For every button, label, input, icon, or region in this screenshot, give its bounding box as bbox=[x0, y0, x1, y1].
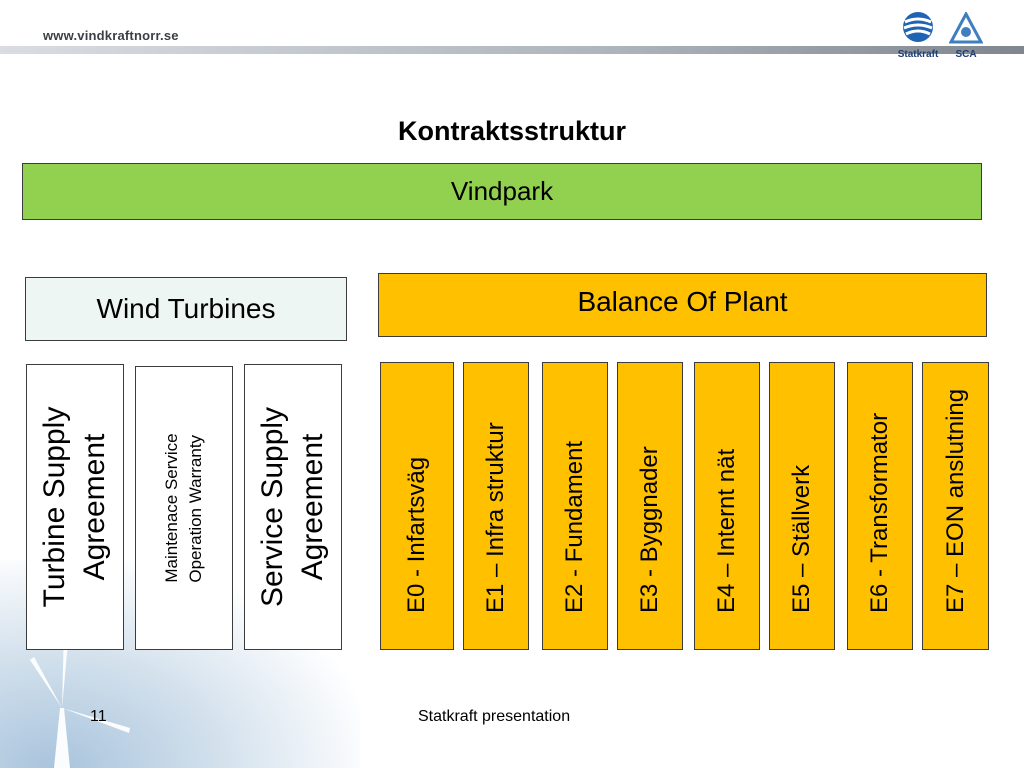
bop-item-label: E6 - Transformator bbox=[866, 412, 893, 613]
bop-item-label: E3 - Byggnader bbox=[636, 446, 663, 613]
contract-turbine-supply: Turbine Supply Agreement bbox=[26, 364, 124, 650]
bop-item-e6: E6 - Transformator bbox=[847, 362, 913, 650]
bop-item-label: E4 – Internt nät bbox=[713, 448, 740, 613]
sca-logo-label: SCA bbox=[955, 49, 977, 60]
vindpark-box: Vindpark bbox=[22, 163, 982, 220]
bop-item-label: E1 – Infra struktur bbox=[482, 422, 509, 613]
header-bar bbox=[0, 46, 1024, 54]
statkraft-logo-label: Statkraft bbox=[897, 49, 939, 60]
page-number: 11 bbox=[90, 708, 107, 725]
wind-turbine-icon bbox=[30, 630, 130, 768]
bop-item-label: E7 – EON anslutning bbox=[941, 388, 969, 613]
contract-service-supply: Service Supply Agreement bbox=[244, 364, 342, 650]
contract-line: Turbine Supply bbox=[38, 406, 71, 608]
bop-item-e5: E5 – Ställverk bbox=[769, 362, 835, 650]
bop-item-e3: E3 - Byggnader bbox=[617, 362, 683, 650]
bop-item-e7: E7 – EON anslutning bbox=[922, 362, 989, 650]
statkraft-logo-icon bbox=[903, 12, 933, 42]
page-title: Kontraktsstruktur bbox=[397, 116, 627, 146]
contract-line: Service Supply bbox=[256, 406, 289, 608]
vindpark-label: Vindpark bbox=[450, 176, 554, 206]
contract-label: Service Supply Agreement bbox=[253, 407, 333, 607]
bop-item-label: E0 - Infartsväg bbox=[403, 456, 430, 613]
contract-label: Maintenace Service Operation Warranty bbox=[160, 433, 208, 582]
bop-item-e2: E2 - Fundament bbox=[542, 362, 608, 650]
contract-maintenance-service: Maintenace Service Operation Warranty bbox=[135, 366, 233, 650]
bop-item-e0: E0 - Infartsväg bbox=[380, 362, 454, 650]
website-url: www.vindkraftnorr.se bbox=[43, 28, 179, 43]
footer-presentation-title: Statkraft presentation bbox=[418, 708, 571, 725]
contract-line: Agreement bbox=[78, 433, 111, 581]
bop-item-e1: E1 – Infra struktur bbox=[463, 362, 529, 650]
sca-logo-icon bbox=[948, 10, 984, 44]
contract-line: Operation Warranty bbox=[186, 434, 205, 583]
bop-item-e4: E4 – Internt nät bbox=[694, 362, 760, 650]
bop-item-label: E5 – Ställverk bbox=[788, 464, 815, 613]
balance-of-plant-box: Balance Of Plant bbox=[378, 273, 987, 337]
contract-label: Turbine Supply Agreement bbox=[35, 407, 115, 608]
bop-item-label: E2 - Fundament bbox=[561, 440, 588, 613]
balance-of-plant-label: Balance Of Plant bbox=[577, 286, 788, 317]
contract-line: Maintenace Service bbox=[162, 433, 181, 583]
contract-line: Agreement bbox=[296, 433, 329, 581]
wind-turbines-label: Wind Turbines bbox=[96, 293, 276, 324]
statkraft-logo: Statkraft bbox=[896, 10, 940, 60]
wind-turbines-box: Wind Turbines bbox=[25, 277, 347, 341]
sca-logo: SCA bbox=[946, 10, 986, 60]
